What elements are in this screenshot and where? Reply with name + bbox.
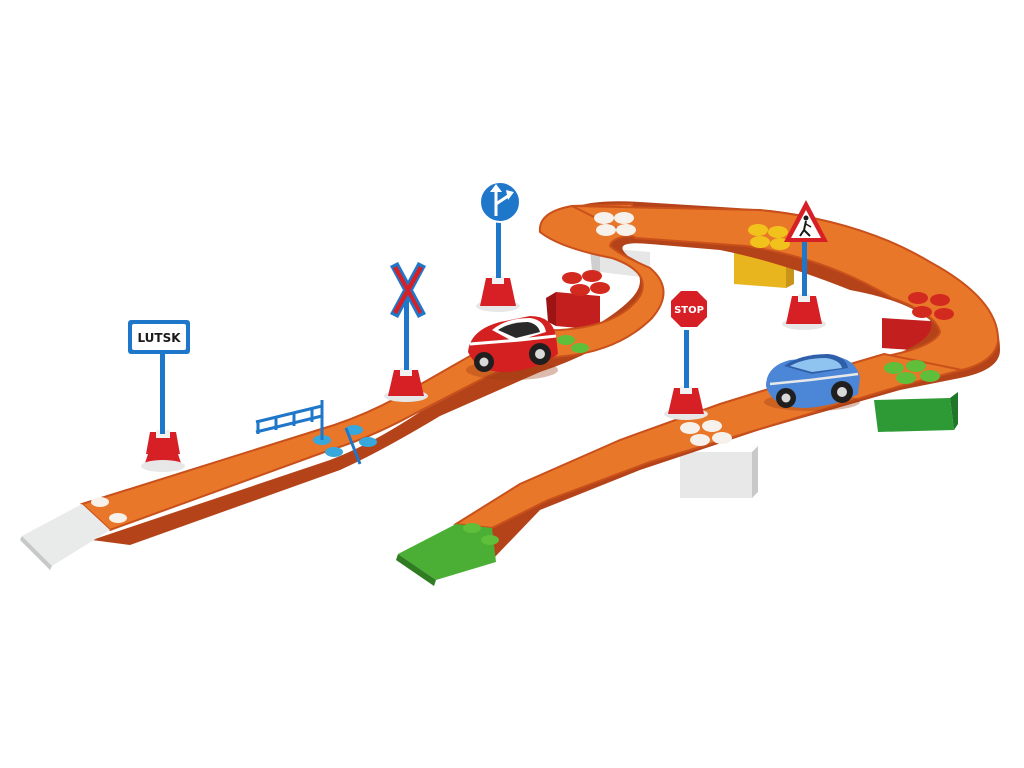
ramps xyxy=(20,504,496,586)
red-car-front-wheel xyxy=(529,343,551,365)
crossing-x-icon xyxy=(390,262,426,318)
blue-car-rear-wheel xyxy=(776,388,796,408)
ramp-green xyxy=(396,524,496,586)
direction-sign xyxy=(476,181,521,312)
ramp-white xyxy=(20,504,110,570)
blue-toy-car xyxy=(764,354,860,411)
stop-sign: STOP xyxy=(664,288,710,420)
pedestrian-crossing-sign xyxy=(782,200,828,330)
support-block-red-left xyxy=(546,292,600,330)
red-toy-car xyxy=(466,316,558,380)
fence-barrier xyxy=(255,400,362,465)
stop-sign-label: STOP xyxy=(674,305,704,316)
pedestrian-icon xyxy=(799,215,812,237)
track-side-wall xyxy=(92,201,1000,560)
race-track xyxy=(80,201,1000,560)
city-name-sign: LUTSK xyxy=(128,320,190,472)
blue-car-front-wheel xyxy=(831,381,853,403)
straight-or-right-arrow-icon xyxy=(490,184,514,216)
city-sign-label: LUTSK xyxy=(137,331,181,345)
red-car-rear-wheel xyxy=(474,352,494,372)
track-dots xyxy=(91,212,954,545)
railway-crossing-sign xyxy=(384,262,428,402)
support-block-green xyxy=(874,392,958,432)
support-block-white-bottom xyxy=(680,446,758,498)
